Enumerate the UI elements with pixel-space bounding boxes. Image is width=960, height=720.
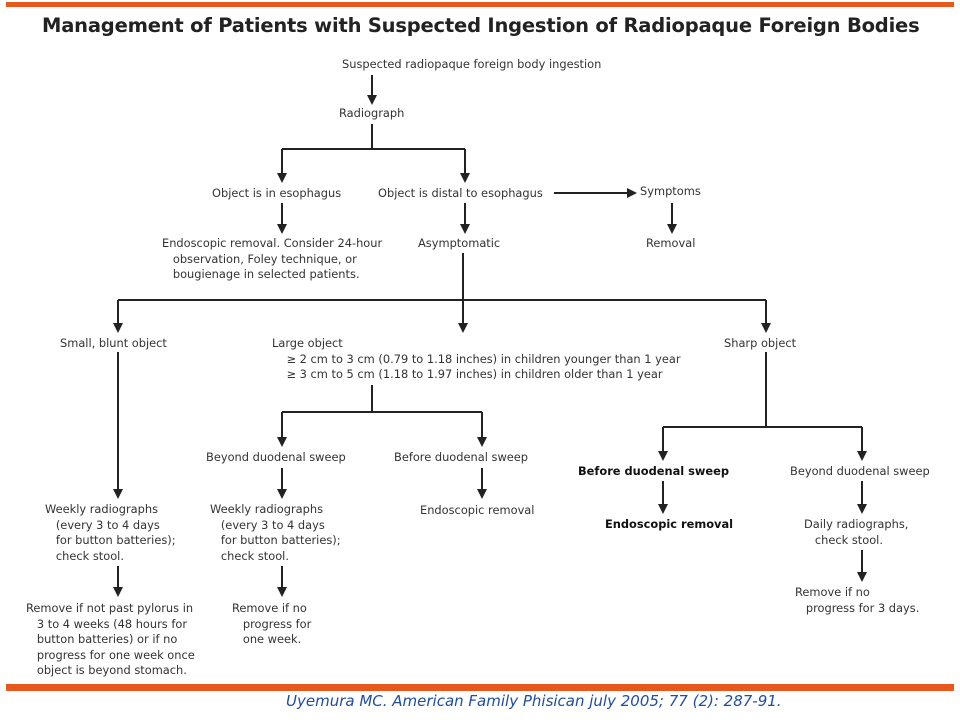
node-large-weekly-radiographs: Weekly radiographs (every 3 to 4 days fo…	[210, 502, 341, 563]
node-radiograph: Radiograph	[339, 106, 405, 120]
node-large-remove-if-no-progress: Remove if no progress for one week.	[232, 601, 312, 646]
accent-bar-top	[6, 2, 954, 7]
node-sharp-daily-radiographs: Daily radiographs, check stool.	[804, 517, 909, 547]
node-object-distal-to-esophagus: Object is distal to esophagus	[378, 186, 543, 200]
node-small-blunt-object: Small, blunt object	[60, 336, 167, 350]
node-small-remove-if-not-past-pylorus: Remove if not past pylorus in 3 to 4 wee…	[26, 601, 195, 677]
node-large-before-duodenal-sweep: Before duodenal sweep	[394, 450, 529, 464]
node-large-endoscopic-removal: Endoscopic removal	[420, 503, 535, 517]
node-asymptomatic: Asymptomatic	[418, 236, 501, 250]
node-small-weekly-radiographs: Weekly radiographs (every 3 to 4 days fo…	[45, 502, 176, 563]
accent-bar-bottom	[6, 684, 954, 691]
node-sharp-before-duodenal-sweep: Before duodenal sweep	[578, 464, 730, 478]
node-start: Suspected radiopaque foreign body ingest…	[342, 57, 602, 71]
node-removal: Removal	[646, 236, 696, 250]
node-sharp-object: Sharp object	[724, 336, 797, 350]
node-symptoms: Symptoms	[640, 184, 701, 198]
node-large-beyond-duodenal-sweep: Beyond duodenal sweep	[206, 450, 346, 464]
citation: Uyemura MC. American Family Phisican jul…	[286, 692, 782, 710]
node-large-object: Large object ≥ 2 cm to 3 cm (0.79 to 1.1…	[272, 336, 681, 381]
node-object-in-esophagus: Object is in esophagus	[212, 186, 342, 200]
node-endoscopic-removal-esophagus: Endoscopic removal. Consider 24-hour obs…	[162, 236, 383, 281]
diagram-title: Management of Patients with Suspected In…	[42, 14, 920, 37]
node-sharp-beyond-duodenal-sweep: Beyond duodenal sweep	[790, 464, 930, 478]
node-sharp-remove-if-no-progress: Remove if no progress for 3 days.	[795, 585, 920, 615]
node-sharp-endoscopic-removal: Endoscopic removal	[605, 517, 734, 531]
